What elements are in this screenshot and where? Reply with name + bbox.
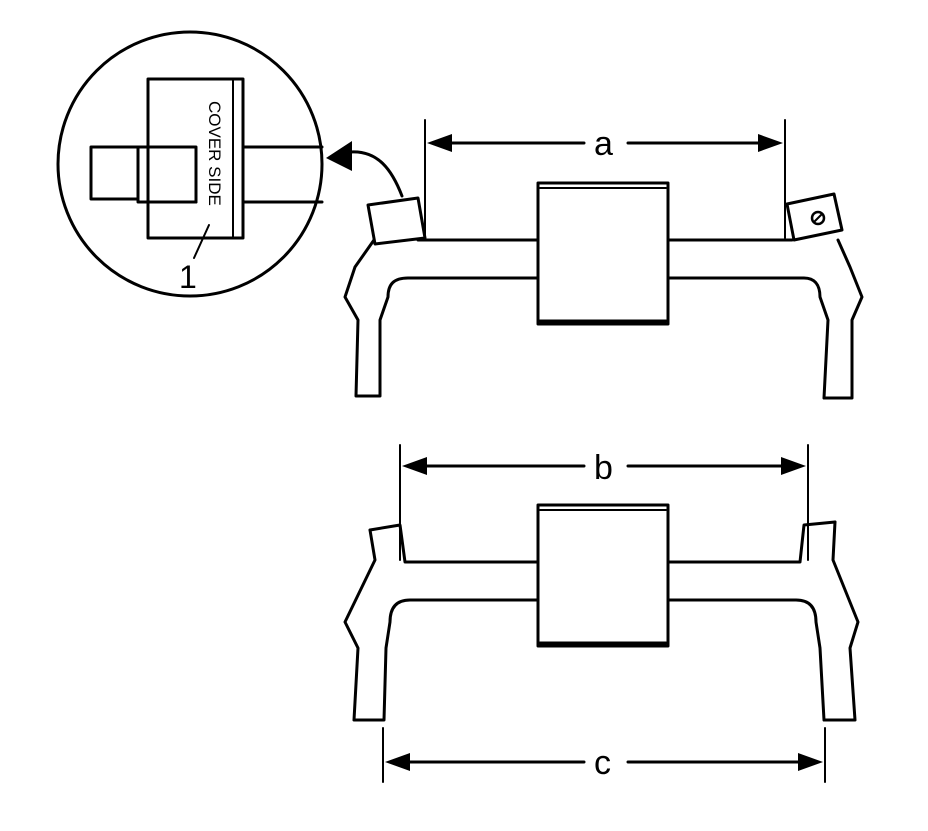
top-spring bbox=[343, 181, 864, 400]
screw-icon bbox=[810, 210, 826, 226]
callout-1: 1 bbox=[179, 224, 210, 295]
dimension-c: c bbox=[382, 727, 826, 783]
top-left-shoe bbox=[366, 196, 427, 246]
dimension-a-label: a bbox=[594, 125, 613, 163]
detail-magnifier: COVER SIDE 1 bbox=[56, 30, 324, 298]
detail-pointer-arrow bbox=[326, 141, 404, 198]
dimension-a: a bbox=[424, 119, 786, 239]
top-hub bbox=[536, 181, 670, 326]
dimension-b: b bbox=[399, 444, 809, 561]
magnifier-circle bbox=[56, 30, 324, 298]
shoe-detail bbox=[89, 77, 324, 240]
bottom-hub bbox=[536, 503, 670, 648]
callout-1-label: 1 bbox=[179, 259, 197, 295]
dimension-c-label: c bbox=[594, 744, 611, 782]
cover-side-label: COVER SIDE bbox=[205, 101, 224, 206]
bottom-spring bbox=[343, 503, 860, 722]
dimension-b-label: b bbox=[594, 449, 613, 487]
